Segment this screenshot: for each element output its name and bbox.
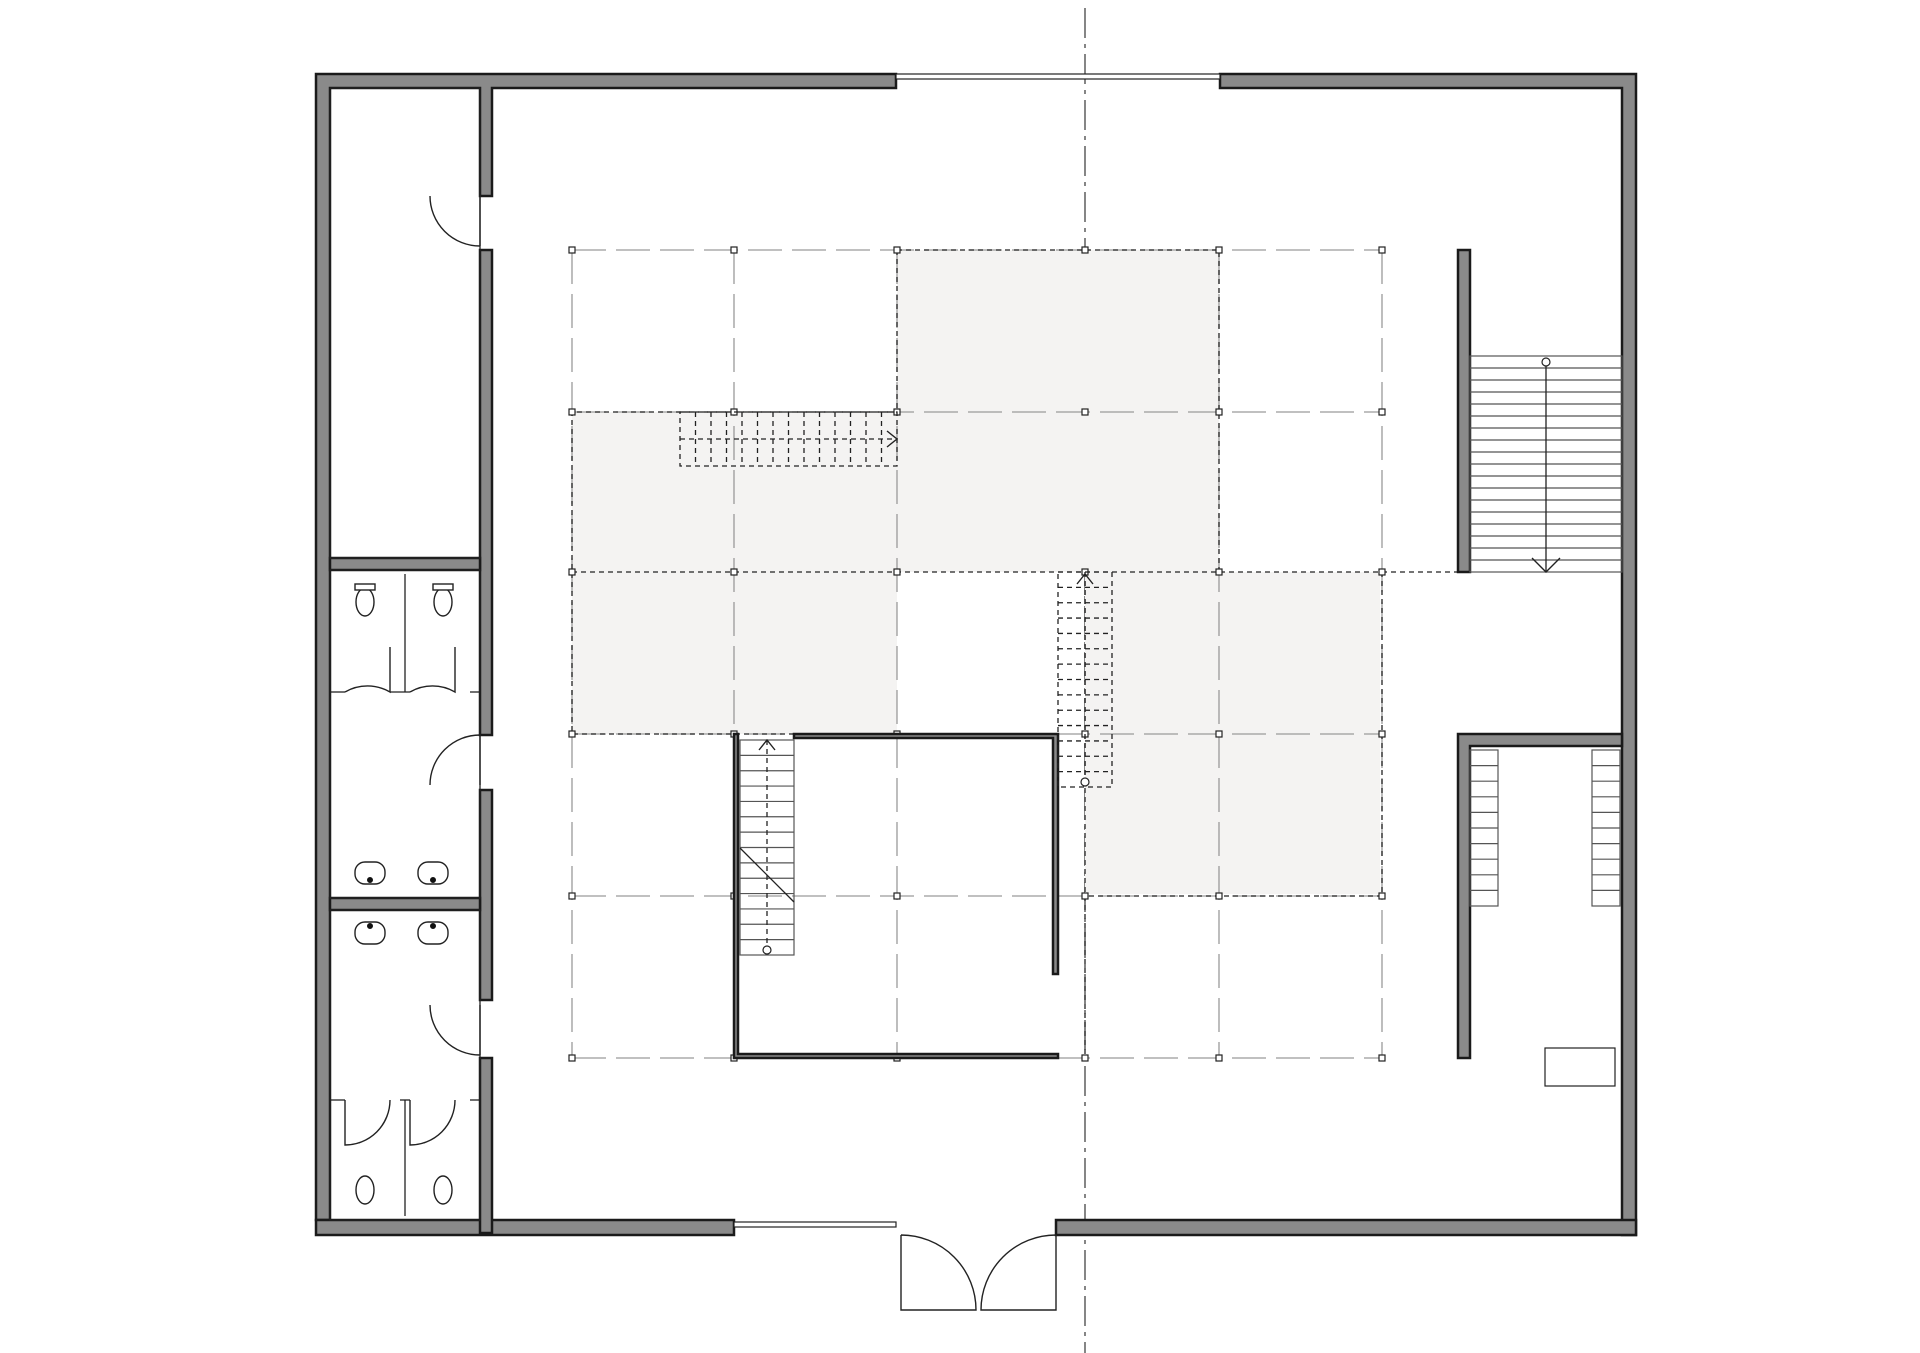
sink-icon [417,861,449,885]
east-service-stair-right [1591,749,1621,907]
wall-south-east [1054,1218,1638,1237]
column-node-icon [568,730,576,738]
column-node-icon [1378,408,1386,416]
stair-break-line [739,847,795,903]
toilets [354,583,454,1205]
wall-east-stair [1456,248,1472,574]
sink-icon [354,921,386,945]
storage-outline [329,87,481,559]
column-node-icon [1378,892,1386,900]
sink-icon [354,861,386,885]
column-node-icon [1378,246,1386,254]
column-node-icon [730,568,738,576]
east-main-stair [1469,355,1623,573]
toilet-icon [433,1175,453,1205]
door-swing-icon [429,734,481,786]
wall-wing-lower [478,1056,494,1235]
column-node-icon [1378,568,1386,576]
slab-north-center [897,250,1219,572]
door-swing-icon [429,1004,481,1056]
column-node-icon [1215,568,1223,576]
east-walls [1456,248,1624,1087]
south-window [733,1221,897,1228]
column-node-icon [568,1054,576,1062]
column-node-icon [1215,408,1223,416]
east-service-stair-left [1469,749,1499,907]
column-node-icon [1378,1054,1386,1062]
stair-start-icon [762,945,772,955]
column-node-icon [1081,892,1089,900]
west-wing-walls [328,87,494,1235]
door-swing-icon [429,195,481,247]
exterior-walls [314,72,1638,1237]
faucet [430,923,436,929]
door-swing-icon [409,1099,456,1146]
restroom-lower-outline [329,909,481,1221]
doors [344,195,1057,1311]
north-window [895,73,1221,80]
stair-arrow-icon [1531,557,1561,573]
wall-east-service [1456,732,1624,1060]
wall-wing-upper [478,248,494,737]
column-node-icon [1081,1054,1089,1062]
toilet-icon [355,1175,375,1205]
stairs [679,355,1623,956]
column-node-icon [1081,408,1089,416]
column-node-icon [1215,1054,1223,1062]
wall-wing-mid [478,788,494,1002]
column-node-icon [568,568,576,576]
column-node-icon [1378,730,1386,738]
stair-start-icon [1080,777,1090,787]
wall-restroom-divider [328,896,482,912]
toilet-icon [355,587,375,617]
stair-arrow-icon [1076,572,1094,585]
column-node-icon [568,892,576,900]
column-node-icon [1215,892,1223,900]
door-swing-icon [344,1099,391,1146]
sink-icon [417,921,449,945]
column-node-icon [893,246,901,254]
column-node-icon [1215,730,1223,738]
toilet-tank [354,583,376,591]
stair-start-icon [1541,357,1551,367]
column-node-icon [568,408,576,416]
faucet [367,877,373,883]
column-node-icon [1081,246,1089,254]
column-node-icon [893,568,901,576]
stair-arrow-icon [758,738,776,751]
column-node-icon [568,246,576,254]
central-stair [1057,571,1113,788]
west-inner-stair [739,738,795,956]
north-mezzanine-stair [679,411,899,467]
wall-south-west [314,1218,736,1237]
column-node-icon [1215,246,1223,254]
column-node-icon [730,246,738,254]
sinks [354,861,449,945]
restroom-upper-outline [329,569,481,899]
wall-storage-bottom [328,556,482,572]
door-swing-icon [344,647,391,694]
door-swing-icon [409,647,456,694]
column-node-icon [893,892,901,900]
counter [1544,1047,1616,1087]
restroom-stalls [330,574,480,1216]
inner-room [732,732,1060,1060]
faucet [430,877,436,883]
toilet-icon [433,587,453,617]
slab-east [1085,572,1380,894]
faucet [367,923,373,929]
inner-room-walls [732,732,1060,1060]
stair-arrow-icon [886,430,899,448]
main-entrance-door [900,1234,1057,1311]
inner-room-top-wall [792,732,1060,976]
toilet-tank [432,583,454,591]
